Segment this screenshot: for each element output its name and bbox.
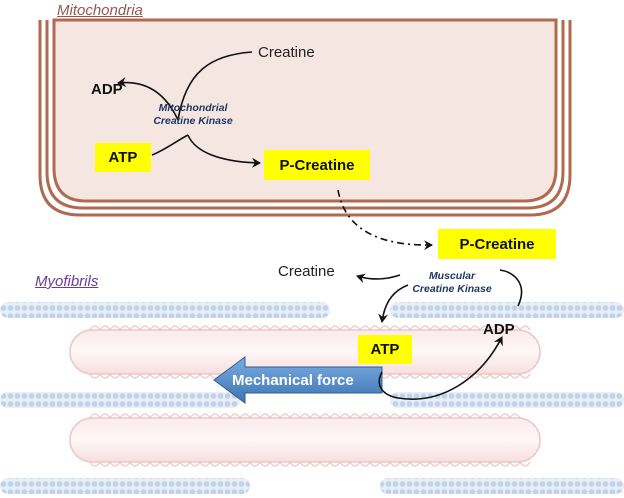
pcreatine-transport-arrow [337,189,433,251]
muscle-pcreatine-box: P-Creatine [438,229,556,259]
arrow-to-pcreatine [187,134,261,168]
mito-enzyme-label: Mitochondrial Creatine Kinase [138,102,248,128]
muscle-creatine-label: Creatine [278,263,335,280]
actin-filament-middle [0,392,624,408]
muscle-atp-box: ATP [358,335,412,364]
mechanical-force-arrow [213,356,383,404]
mechanical-force-label: Mechanical force [232,372,354,389]
arrow-to-creatine [356,273,401,284]
mito-reaction-arrows [117,51,261,168]
mito-atp-box: ATP [95,143,151,172]
muscle-enzyme-line2: Creatine Kinase [412,283,492,296]
muscle-enzyme-line1: Muscular [428,270,476,282]
atp-to-adp-arrow [378,336,503,400]
mito-creatine-label: Creatine [258,44,315,61]
actin-filament-bottom [0,478,624,494]
myofibrils-title: Myofibrils [35,273,99,290]
mito-enzyme-line1: Mitochondrial [158,102,228,114]
creatine-to-enzyme-curve [177,51,253,121]
muscle-enzyme-label: Muscular Creatine Kinase [392,270,512,296]
mitochondria-title: Mitochondria [57,2,143,19]
mito-pcreatine-box: P-Creatine [264,150,370,180]
mito-enzyme-line2: Creatine Kinase [153,115,233,128]
actin-filament-top [0,302,624,318]
myosin-filament-2 [69,413,541,467]
mito-adp-label: ADP [91,81,123,98]
muscle-reaction-arrows [356,269,523,400]
adp-to-enzyme-curve [499,269,523,307]
atp-to-enzyme-curve [151,134,189,156]
mitochondrion [38,18,572,217]
muscle-adp-label: ADP [483,321,515,338]
arrow-to-adp [117,77,179,121]
arrow-to-atp [378,284,409,323]
